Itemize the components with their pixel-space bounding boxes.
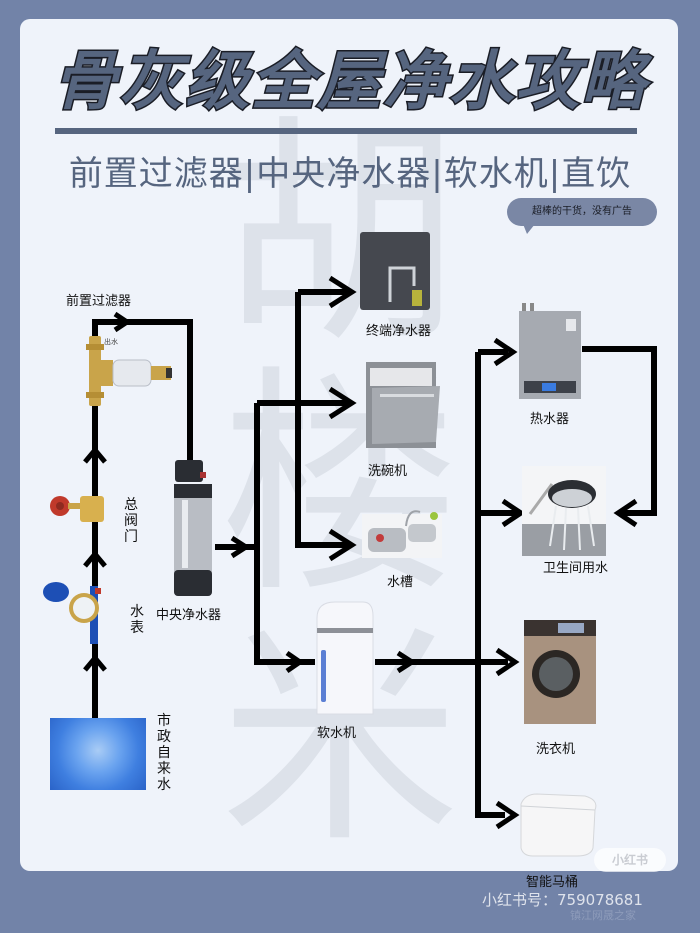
arrow-up-1 — [83, 654, 107, 672]
smart-toilet-icon — [520, 793, 597, 857]
central-purifier-label: 中央净水器 — [156, 608, 222, 623]
water-meter-label: 水表 — [130, 604, 144, 636]
arrow-up-3 — [83, 446, 107, 464]
gate-valve-icon — [50, 496, 104, 522]
pipe-trunk-1 — [254, 403, 315, 665]
central-purifier-icon — [174, 460, 212, 596]
speech-bubble: 超棒的干货，没有广告 — [507, 198, 657, 234]
prefilter-port-label: 出水 — [104, 338, 118, 346]
washing-machine-icon — [524, 620, 596, 724]
arrow-terminal — [328, 275, 357, 309]
water-ripple-icon — [50, 718, 146, 790]
sink-icon — [362, 510, 442, 558]
arrow-heater — [493, 337, 518, 367]
arrow-dishwasher — [328, 386, 357, 420]
water-softener-icon — [316, 601, 374, 715]
xiaohongshu-badge: 小红书 — [594, 848, 666, 872]
terminal-purifier-label: 终端净水器 — [366, 324, 432, 339]
bathroom-label: 卫生间用水 — [543, 561, 609, 576]
prefilter-icon — [86, 336, 172, 406]
arrow-sink — [328, 528, 357, 562]
shower-icon — [522, 466, 606, 556]
water-meter-icon — [43, 582, 101, 644]
pipe-heater-out — [582, 346, 657, 516]
toilet-label: 智能马桶 — [526, 875, 579, 890]
page-subtitle: 前置过滤器|中央净水器|软水机|直饮 — [68, 154, 632, 194]
prefilter-label: 前置过滤器 — [66, 294, 132, 309]
arrow-right-top — [113, 311, 132, 333]
title-divider — [55, 128, 637, 134]
terminal-purifier-icon — [360, 232, 430, 310]
source-watermark: 镇江网晟之家 — [570, 909, 636, 922]
main-valve-label: 总阀门 — [124, 497, 138, 545]
dishwasher-label: 洗碗机 — [368, 464, 408, 479]
water-heater-icon — [519, 303, 581, 399]
municipal-label: 市政自来水 — [157, 713, 171, 793]
account-id: 小红书号：759078681 — [482, 891, 643, 909]
pipe-trunk-2 — [475, 352, 505, 818]
arrow-central-out — [230, 535, 251, 559]
arrow-softener-in — [285, 650, 305, 674]
arrow-toilet — [495, 800, 520, 830]
softener-label: 软水机 — [317, 726, 357, 741]
arrow-bath-left — [501, 498, 526, 528]
pipe-branch-kitchen — [295, 292, 350, 548]
arrow-washer — [495, 647, 520, 677]
arrow-bath-right — [613, 498, 638, 528]
sink-label: 水槽 — [387, 575, 414, 590]
dishwasher-icon — [366, 362, 440, 448]
arrow-softener-out — [396, 650, 417, 674]
arrow-up-2 — [83, 550, 107, 568]
washer-label: 洗衣机 — [536, 742, 576, 757]
water-heater-label: 热水器 — [530, 412, 570, 427]
page-title: 骨灰级全屋净水攻略 — [52, 44, 647, 121]
